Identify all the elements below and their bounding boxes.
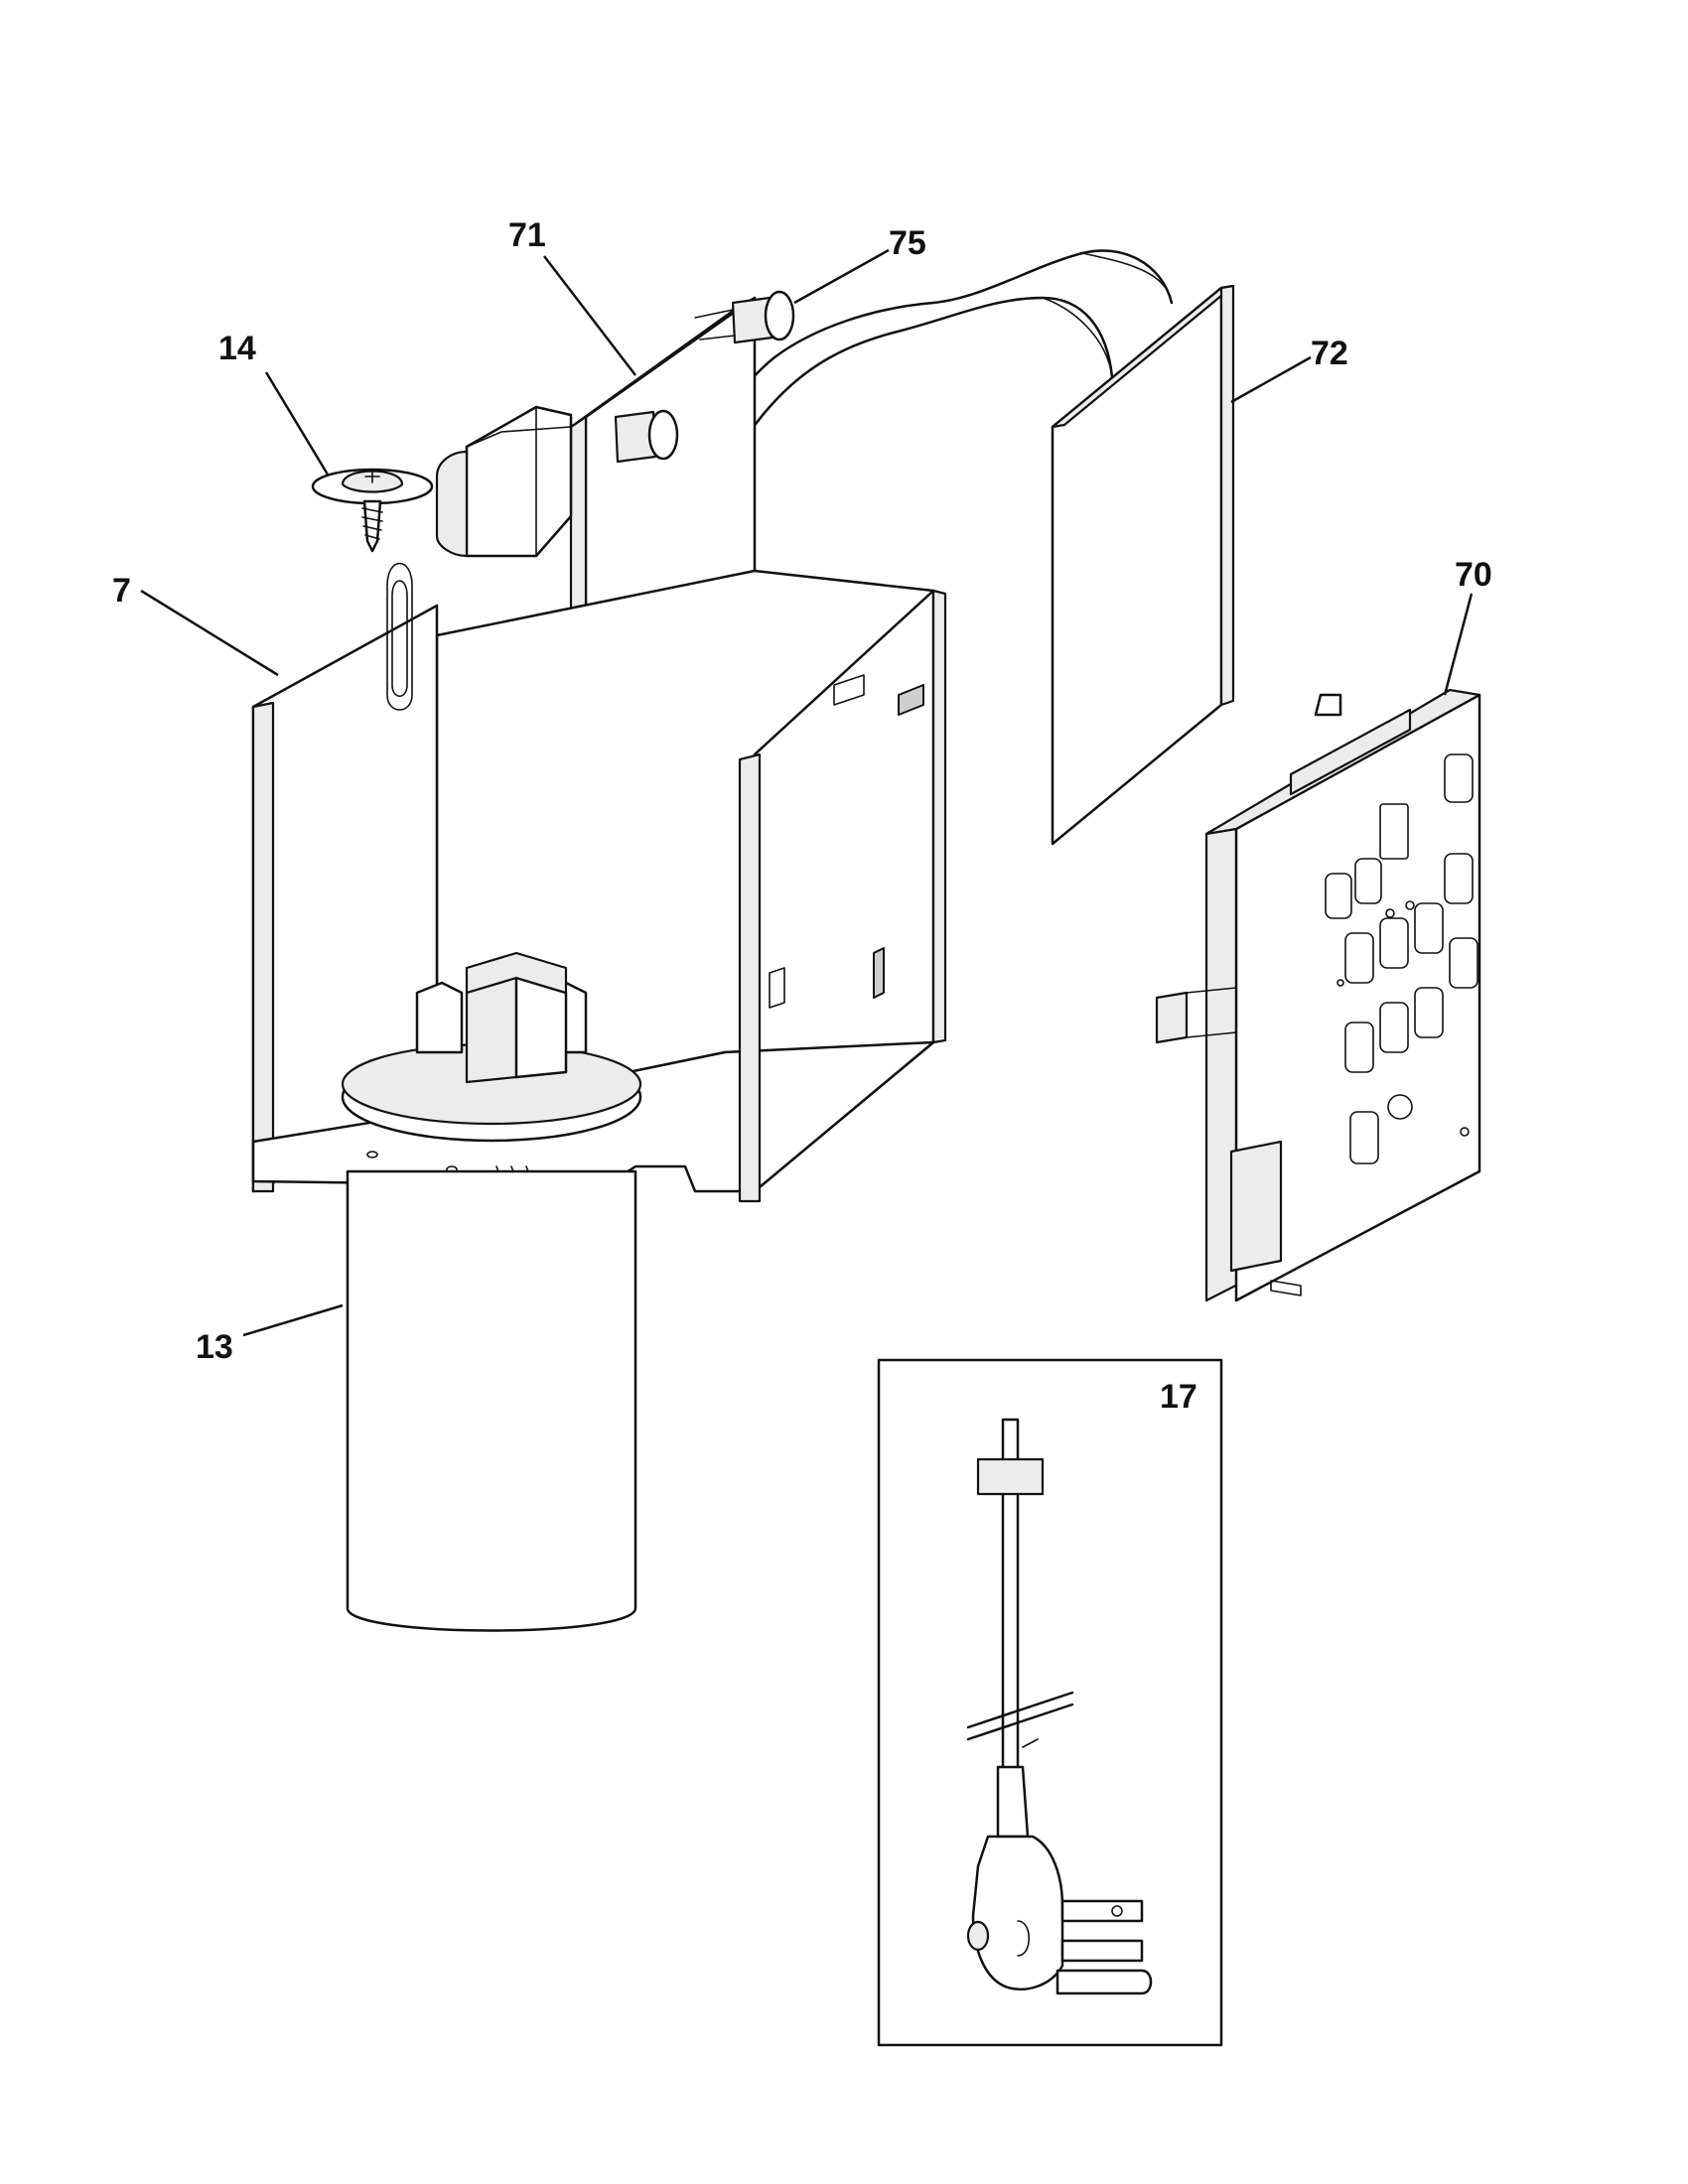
part-14-screw[interactable] <box>311 468 434 553</box>
callout-17: 17 <box>1160 1378 1197 1416</box>
callout-70: 70 <box>1455 556 1492 594</box>
part-13-motor[interactable] <box>341 951 642 1632</box>
part-72-panel[interactable] <box>1051 284 1235 846</box>
callout-72: 72 <box>1311 335 1348 372</box>
leader-14 <box>264 371 330 476</box>
callout-14: 14 <box>218 330 256 367</box>
callout-13: 13 <box>196 1328 233 1366</box>
leader-72 <box>1230 355 1312 404</box>
push-pin-top <box>694 290 795 344</box>
leader-71 <box>543 255 636 376</box>
part-70-control-housing[interactable] <box>1155 688 1481 1302</box>
leader-lines <box>140 248 1474 1337</box>
part-17-power-cord[interactable] <box>966 1418 1153 1995</box>
push-pin-upper-board <box>614 409 679 464</box>
callout-7: 7 <box>112 572 131 610</box>
callout-labels: 71 75 14 72 7 70 13 17 <box>112 216 1492 1416</box>
leader-70 <box>1443 593 1474 696</box>
callout-71: 71 <box>508 216 546 254</box>
leader-7 <box>140 589 279 677</box>
keypad-buttons <box>1325 753 1478 1164</box>
leader-13 <box>242 1303 344 1337</box>
leader-75 <box>793 248 890 305</box>
part-17-inset-box <box>877 1358 1223 2047</box>
callout-75: 75 <box>889 224 926 262</box>
